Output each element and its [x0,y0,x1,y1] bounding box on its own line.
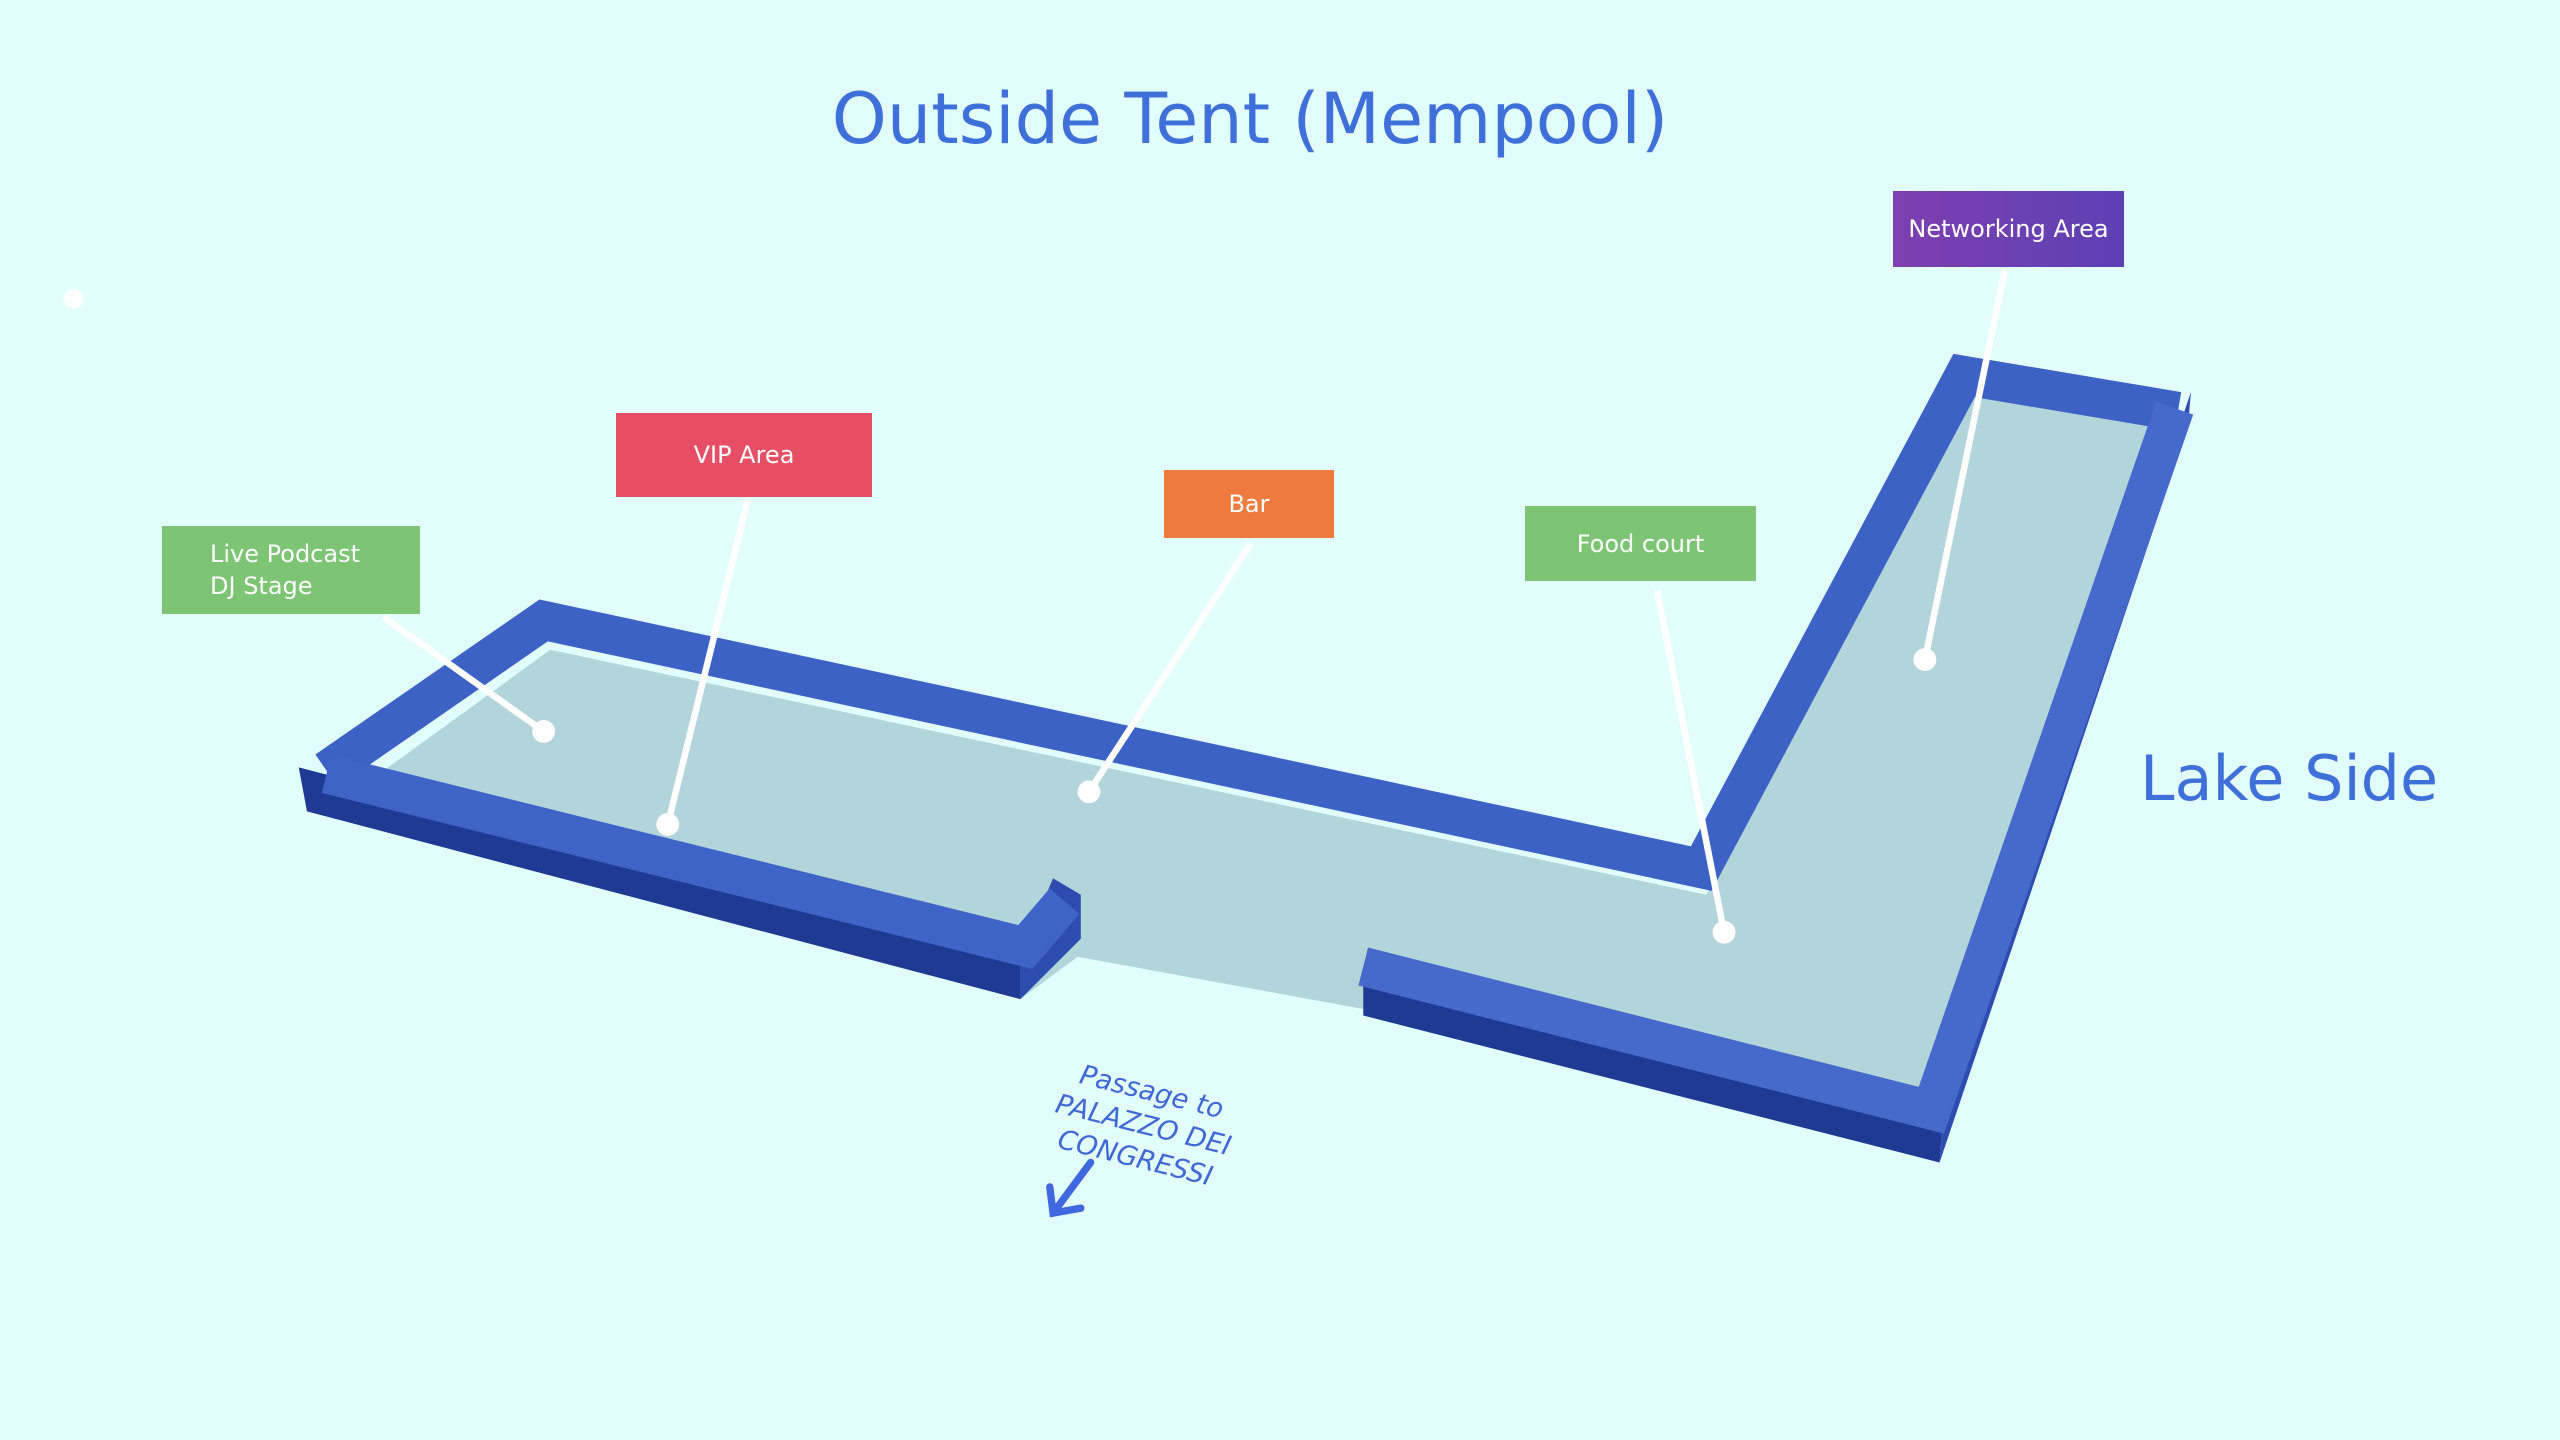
leader-bar [1086,541,1254,794]
floor [310,391,2159,1153]
leader-live-podcast [381,614,546,735]
wall-right [1358,401,2194,1134]
arrow-down-left-icon [1046,1158,1095,1218]
label-bar[interactable]: Bar [1164,470,1334,538]
label-food-court[interactable]: Food court [1525,506,1756,581]
leader-vip [664,498,751,826]
marker-networking[interactable] [1913,648,1937,672]
lake-side-label: Lake Side [2140,742,2439,815]
label-networking-area[interactable]: Networking Area [1893,191,2124,267]
label-line: Live Podcast [210,540,360,568]
page-title: Outside Tent (Mempool) [831,78,1669,160]
leader-networking [1921,268,2009,661]
marker-live-podcast[interactable] [532,720,556,743]
label-line: DJ Stage [210,572,313,600]
stray-dot [63,288,84,309]
leader-food-court [1653,590,1728,933]
marker-food-court[interactable] [1712,920,1736,944]
wall-back [315,353,2182,891]
wall-left-front [321,754,1080,969]
marker-bar[interactable] [1077,780,1101,804]
marker-vip[interactable] [656,813,680,836]
label-live-podcast-dj-stage[interactable]: Live Podcast DJ Stage [162,526,420,614]
label-vip-area[interactable]: VIP Area [616,413,872,497]
